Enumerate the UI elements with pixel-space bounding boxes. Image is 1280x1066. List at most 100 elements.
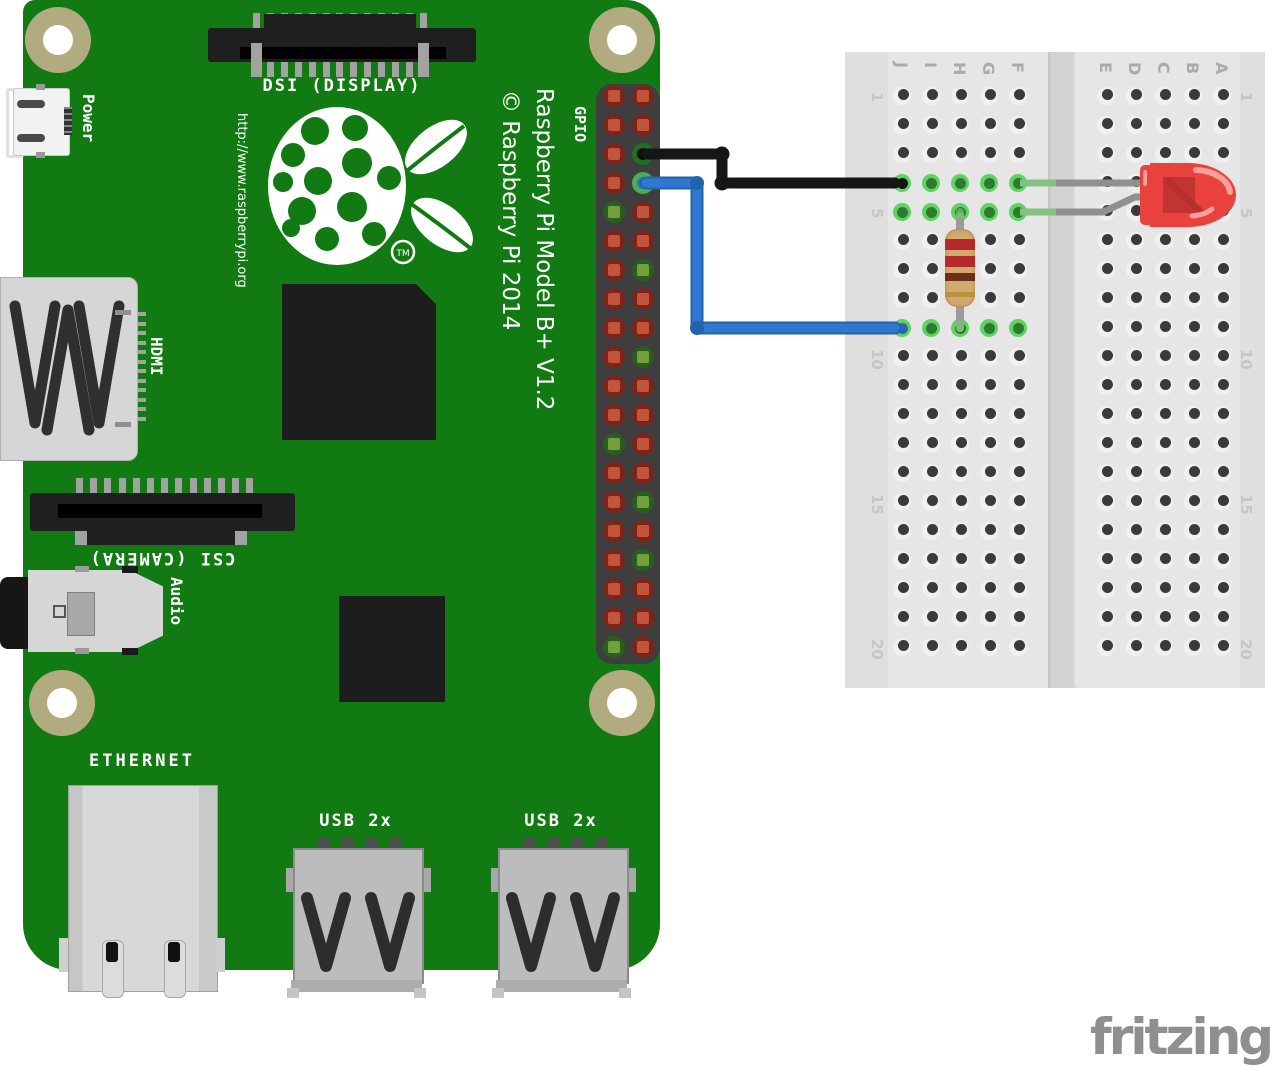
breadboard-hole	[1097, 551, 1115, 569]
power-label: Power	[79, 94, 98, 143]
ethernet-wing	[216, 938, 225, 972]
breadboard-hole	[893, 348, 911, 366]
power-connector	[13, 88, 70, 156]
breadboard-hole	[1009, 174, 1027, 192]
breadboard-hole	[1155, 580, 1173, 598]
resistor-lead-tip	[956, 208, 964, 220]
gpio-pin	[632, 404, 654, 426]
gpio-pin	[603, 549, 625, 571]
breadboard-hole	[980, 174, 998, 192]
raspberry-pi-board[interactable]: DSI (DISPLAY) Power HDMI	[0, 0, 660, 998]
ethernet-jack	[68, 785, 218, 992]
breadboard-hole	[1097, 638, 1115, 656]
usb-foot	[492, 988, 504, 998]
breadboard-column-label: D	[1125, 62, 1144, 76]
usb-pad	[342, 838, 354, 848]
breadboard-hole	[893, 406, 911, 424]
breadboard-hole	[1097, 116, 1115, 134]
breadboard-hole	[1184, 203, 1202, 221]
power-pin	[17, 100, 45, 108]
breadboard-hole	[1184, 145, 1202, 163]
breadboard-row-label: 10	[868, 348, 886, 370]
breadboard-hole	[893, 638, 911, 656]
breadboard-hole	[1126, 551, 1144, 569]
breadboard-hole	[893, 464, 911, 482]
breadboard-hole	[1213, 203, 1231, 221]
csi-pin	[232, 478, 240, 494]
breadboard-hole	[1009, 406, 1027, 424]
breadboard-hole	[1155, 551, 1173, 569]
gpio-pin	[603, 172, 625, 194]
breadboard-hole	[1009, 551, 1027, 569]
breadboard-hole	[1009, 609, 1027, 627]
breadboard-hole	[951, 174, 969, 192]
resistor[interactable]	[945, 229, 975, 307]
breadboard-hole	[1213, 580, 1231, 598]
breadboard-hole	[1155, 464, 1173, 482]
gpio-pin	[603, 433, 625, 455]
gpio-pin	[632, 520, 654, 542]
breadboard-hole	[1184, 551, 1202, 569]
hdmi-finger	[136, 359, 146, 364]
breadboard-row-label: 5	[868, 207, 886, 219]
breadboard-hole	[1184, 232, 1202, 250]
breadboard-column-label: E	[1096, 62, 1115, 73]
csi-pin	[218, 478, 225, 494]
breadboard-hole	[1126, 435, 1144, 453]
hdmi-finger	[136, 388, 146, 392]
breadboard-hole	[951, 435, 969, 453]
usb-pad	[595, 838, 607, 848]
breadboard-hole	[951, 87, 969, 105]
usb-tab	[286, 868, 296, 892]
audio-pin	[122, 648, 138, 655]
audio-pin	[75, 648, 89, 654]
hdmi-finger	[136, 378, 146, 383]
dsi-pin	[308, 60, 316, 77]
breadboard-column-label: C	[1154, 62, 1173, 74]
breadboard-hole	[1213, 319, 1231, 337]
breadboard-hole	[951, 145, 969, 163]
gpio-pin	[632, 491, 654, 513]
breadboard-hole	[980, 261, 998, 279]
csi-pin	[175, 478, 183, 494]
breadboard-hole	[1184, 319, 1202, 337]
gpio-pin	[603, 317, 625, 339]
breadboard-hole	[1126, 377, 1144, 395]
breadboard-hole	[980, 580, 998, 598]
breadboard-hole	[1097, 435, 1115, 453]
breadboard-hole	[893, 580, 911, 598]
breadboard-hole	[1009, 87, 1027, 105]
dsi-pin	[364, 60, 372, 77]
breadboard-hole	[1155, 319, 1173, 337]
csi-pin	[76, 478, 83, 494]
breadboard-hole	[893, 87, 911, 105]
breadboard-hole	[1155, 232, 1173, 250]
usb-label-left: USB 2x	[319, 811, 393, 831]
usb-pad	[318, 838, 330, 848]
breadboard-hole	[1213, 261, 1231, 279]
breadboard-hole	[1184, 348, 1202, 366]
dsi-pin	[419, 13, 427, 29]
breadboard-hole	[951, 580, 969, 598]
breadboard-hole	[1184, 261, 1202, 279]
hdmi-finger	[136, 369, 146, 373]
breadboard-hole	[1213, 551, 1231, 569]
breadboard-hole	[893, 551, 911, 569]
power-tab	[36, 84, 45, 90]
csi-pin	[203, 478, 211, 494]
breadboard-hole	[980, 493, 998, 511]
breadboard-hole	[893, 203, 911, 221]
breadboard-row-label: 5	[1237, 207, 1255, 219]
csi-pin	[246, 478, 254, 494]
breadboard-hole	[1009, 377, 1027, 395]
gpio-label: GPIO	[571, 106, 589, 143]
audio-barrel	[0, 577, 30, 649]
ethernet-clip	[164, 940, 186, 998]
hdmi-finger	[136, 321, 146, 326]
breadboard-hole	[980, 406, 998, 424]
breadboard-center-channel	[1048, 52, 1077, 688]
gpio-pin	[603, 201, 625, 223]
breadboard-hole	[922, 290, 940, 308]
breadboard-hole	[1126, 609, 1144, 627]
